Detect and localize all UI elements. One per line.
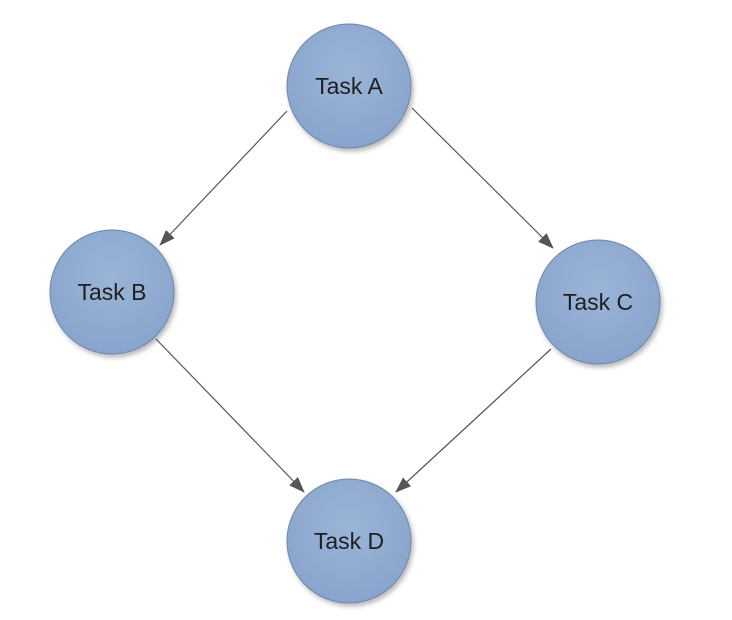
node-circle [286,23,412,149]
edge-task-c-to-task-d [395,348,552,493]
node-task-a[interactable]: Task A [286,23,412,149]
node-circle [49,229,175,355]
node-circle [535,239,661,365]
edge-task-b-to-task-d [155,338,305,493]
node-label: Task A [315,73,383,99]
edges [155,107,554,493]
node-task-c[interactable]: Task C [535,239,661,365]
node-label: Task D [314,528,384,554]
node-circle [286,478,412,604]
node-task-d[interactable]: Task D [286,478,412,604]
node-task-b[interactable]: Task B [49,229,175,355]
edge-task-a-to-task-c [411,107,554,249]
edge-task-a-to-task-b [159,110,288,246]
node-label: Task C [563,289,633,315]
node-label: Task B [77,279,146,305]
